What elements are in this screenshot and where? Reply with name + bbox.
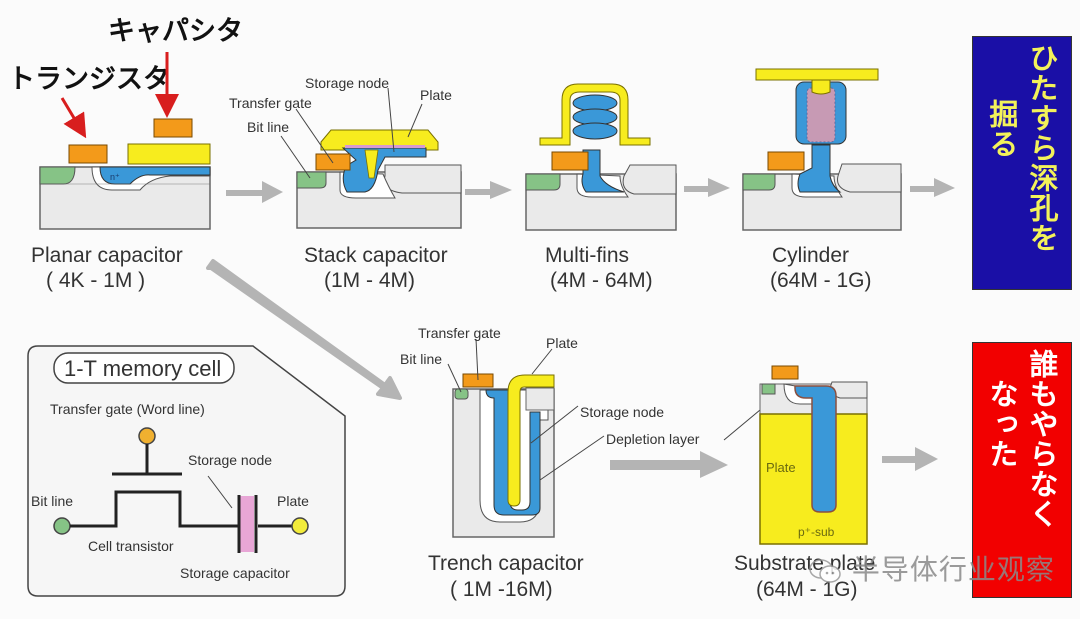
- n-plus-region: [99, 166, 211, 185]
- multi-fins-title: Multi-fins: [545, 244, 629, 267]
- plate: [507, 374, 555, 507]
- panel-text-line: なった: [985, 379, 1019, 469]
- stack-capacitor-range: (1M - 4M): [324, 269, 415, 292]
- plate: [127, 143, 211, 165]
- transfer-gate: [771, 365, 799, 380]
- stack-bit-line-label: Bit line: [247, 119, 289, 135]
- trench-capacitor-title: Trench capacitor: [428, 552, 584, 575]
- trench-depletion-layer-label: Depletion layer: [606, 431, 700, 447]
- trench-capacitor-range: ( 1M -16M): [450, 578, 553, 601]
- memory-cell-frame: [27, 345, 346, 597]
- flow-arrow: [882, 447, 938, 471]
- watermark-text: 半导体行业观察: [851, 553, 1055, 586]
- cylinder-diagram: [742, 68, 902, 231]
- flow-arrow: [684, 178, 730, 197]
- watermark: 半导体行业观察: [808, 548, 1055, 588]
- capacitor-annotation-jp: キャパシタ: [108, 16, 243, 47]
- bit-line-region: [39, 166, 76, 185]
- bit-line-region: [761, 383, 776, 395]
- bit-line-terminal: [53, 517, 71, 535]
- stack-capacitor-title: Stack capacitor: [304, 244, 448, 267]
- memory-cell-title-pill: [53, 352, 235, 384]
- n-plus-label: n⁺: [110, 172, 120, 182]
- storage-node-stem: [797, 144, 842, 193]
- bit-line-region: [454, 388, 469, 400]
- word-line-terminal: [138, 427, 156, 445]
- planar-capacitor-range: ( 4K - 1M ): [46, 269, 145, 292]
- trench-bit-line-label: Bit line: [400, 351, 442, 367]
- storage-capacitor-label: Storage capacitor: [180, 565, 290, 581]
- storage-node-trench: [794, 385, 837, 513]
- bit-line-region: [742, 173, 776, 191]
- transfer-gate: [68, 144, 108, 164]
- flow-arrow: [610, 451, 728, 478]
- storage-node: [341, 147, 427, 193]
- flow-arrow: [465, 181, 512, 199]
- trench-storage-node-label: Storage node: [580, 404, 664, 420]
- trench-capacitor-diagram: [447, 338, 605, 538]
- bit-line-label: Bit line: [31, 493, 73, 509]
- cell-transistor-channel: [70, 490, 238, 528]
- panel-text-line: 誰もやらなく: [1025, 349, 1059, 529]
- trench-transfer-gate-label: Transfer gate: [418, 325, 501, 341]
- multi-fins-diagram: [525, 83, 677, 231]
- bit-line-region: [525, 173, 561, 191]
- panel-text-line: 掘る: [985, 99, 1019, 159]
- substrate-plate-diagram: Plate p⁺-sub: [759, 365, 868, 545]
- memory-cell-title: 1-T memory cell: [64, 356, 221, 381]
- stack-transfer-gate-label: Transfer gate: [229, 95, 312, 111]
- cylinder-title: Cylinder: [772, 244, 849, 267]
- plate: [539, 83, 651, 146]
- deep-trench-panel: ひたすら深孔を 掘る: [972, 36, 1072, 290]
- memory-cell-box: 1-T memory cell Transfer gate (Word line…: [27, 345, 346, 597]
- dielectric-layer: [345, 145, 425, 148]
- planar-capacitor-diagram: n⁺: [39, 118, 211, 230]
- plate-terminal: [291, 517, 309, 535]
- cell-transistor-label: Cell transistor: [88, 538, 174, 554]
- transistor-annotation-jp: トランジスタ: [8, 64, 170, 95]
- transfer-gate: [767, 151, 805, 171]
- substrate-plate-title: Substrate plate: [734, 552, 875, 575]
- nitride-cap: [525, 387, 555, 411]
- flow-arrow: [910, 178, 955, 197]
- transistor-pointer-arrow: [60, 97, 87, 139]
- plate-stem: [811, 79, 831, 95]
- trench-plate-label: Plate: [546, 335, 578, 351]
- plate-top-bar: [755, 68, 879, 81]
- transfer-gate: [551, 151, 589, 171]
- plate-label: Plate: [277, 493, 309, 509]
- storage-node: [485, 389, 541, 516]
- bit-line-region: [296, 171, 327, 189]
- storage-node-stem: [581, 149, 625, 193]
- substrate-bump: [383, 164, 462, 194]
- panel-text-line: ひたすら深孔を: [1025, 43, 1059, 253]
- stack-storage-node-label: Storage node: [305, 75, 389, 91]
- stack-capacitor-diagram: [280, 87, 462, 229]
- substrate-plate-plate-label: Plate: [766, 460, 796, 475]
- fin: [572, 122, 618, 140]
- substrate-bump: [837, 163, 902, 193]
- capacitor-top-electrode: [153, 118, 193, 138]
- transfer-gate: [315, 153, 351, 171]
- planar-capacitor-title: Planar capacitor: [31, 244, 183, 267]
- dielectric-core: [806, 87, 836, 143]
- plate-stem: [364, 149, 379, 179]
- cylinder-range: (64M - 1G): [770, 269, 872, 292]
- wechat-icon: [809, 559, 841, 583]
- substrate-bump: [622, 164, 677, 195]
- storage-node-label: Storage node: [188, 452, 272, 468]
- multi-fins-range: (4M - 64M): [550, 269, 653, 292]
- flow-arrow: [226, 181, 283, 203]
- substrate-plate-range: (64M - 1G): [756, 578, 858, 601]
- transfer-gate-word-line-label: Transfer gate (Word line): [50, 401, 205, 417]
- stack-plate-label: Plate: [420, 87, 452, 103]
- capacitor-dielectric: [240, 496, 254, 552]
- abandoned-panel: 誰もやらなく なった: [972, 342, 1072, 598]
- p-sub-label: p⁺-sub: [798, 525, 835, 539]
- flow-arrow-diagonal: [206, 259, 402, 400]
